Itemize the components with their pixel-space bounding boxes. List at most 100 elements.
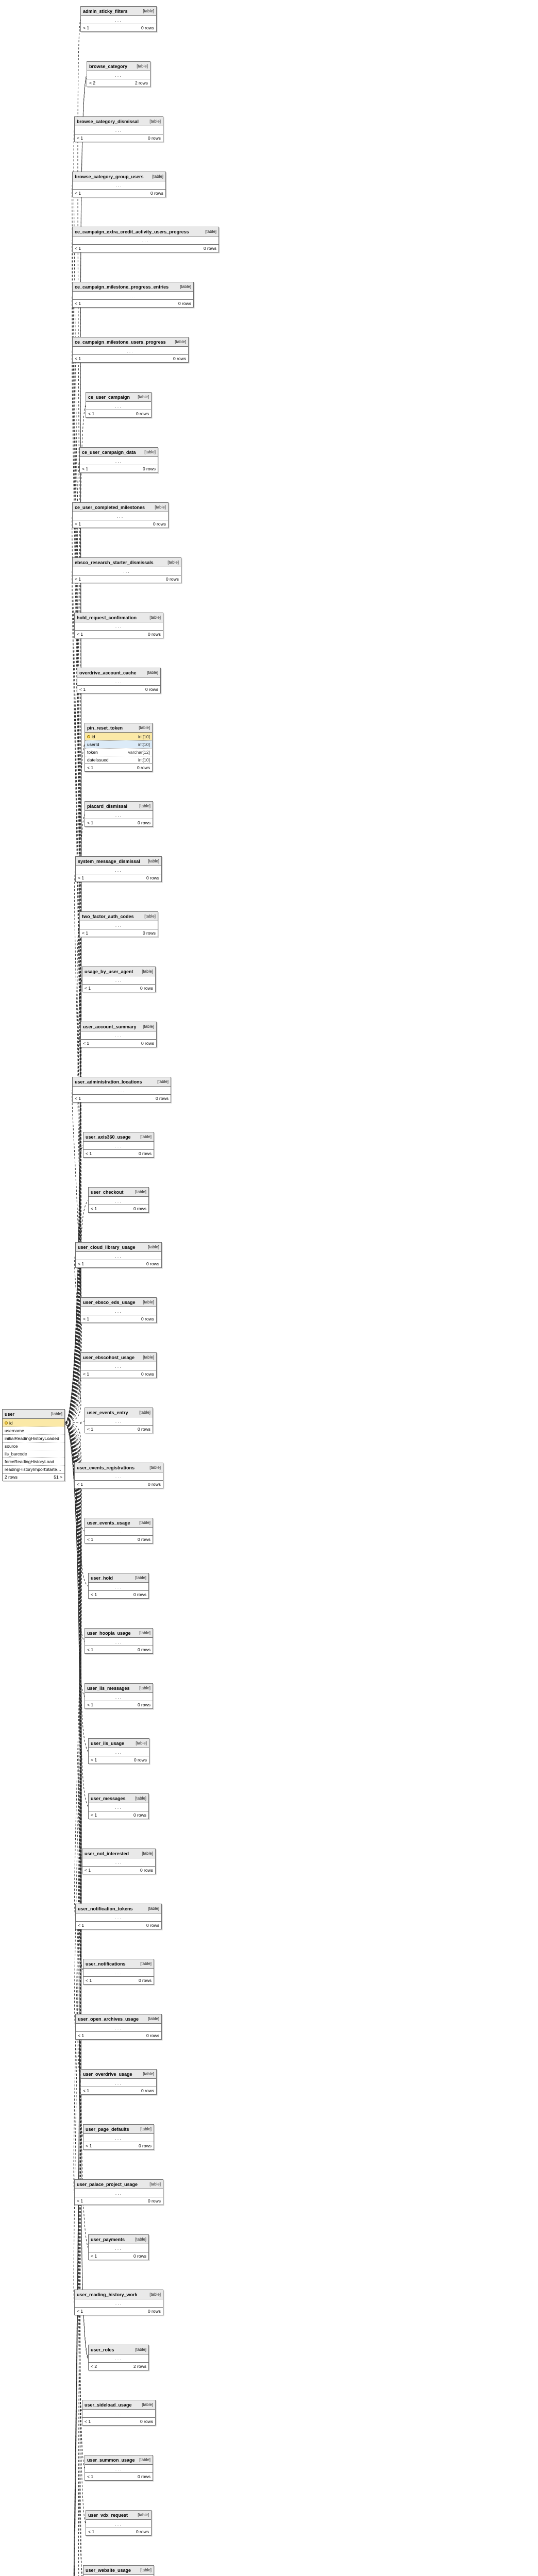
table-header: user_open_archives_usage[table] [76,2014,161,2024]
column-type: varchar[12] [128,750,150,755]
table-name: user_notification_tokens [78,1906,133,1911]
related-key-count: < 1 [85,986,91,991]
table-name: ce_campaign_extra_credit_activity_users_… [75,229,189,234]
table-node-ce_campaign_extra_credit_activity_users_progress[interactable]: ce_campaign_extra_credit_activity_users_… [72,227,219,252]
table-node-user_website_usage[interactable]: user_website_usage[table]...< 10 rows [83,2565,154,2576]
related-key-count: < 1 [86,1978,92,1983]
relationship-edge [65,979,82,1423]
elided-columns: ... [118,1088,125,1093]
table-type-label: [table] [140,2127,152,2131]
elided-columns: ... [115,17,122,23]
table-node-ce_campaign_milestone_users_progress[interactable]: ce_campaign_milestone_users_progress[tab… [72,337,189,363]
table-node-ce_campaign_milestone_progress_entries[interactable]: ce_campaign_milestone_progress_entries[t… [72,282,194,308]
table-header: user_ebsco_eds_usage[table] [81,1298,156,1307]
related-key-count: < 1 [83,1041,90,1046]
table-node-ebsco_research_starter_dismissals[interactable]: ebsco_research_starter_dismissals[table]… [72,557,181,583]
elided-columns: ... [115,1859,123,1865]
table-node-ce_user_completed_milestones[interactable]: ce_user_completed_milestones[table]...< … [72,502,169,528]
related-key-count: < 1 [77,2198,83,2204]
related-key-count: < 1 [77,135,83,141]
column-row-readingHistoryImportStartedAt: readingHistoryImportStartedAt [3,1465,64,1473]
column-name: id [9,1420,13,1426]
row-count: 0 rows [147,135,161,141]
table-name: user_page_defaults [86,2126,129,2132]
table-type-label: [table] [140,2568,152,2572]
related-key-count: < 1 [75,246,81,251]
row-count: 0 rows [147,2309,161,2314]
column-row-id: id [3,1419,64,1427]
elided-columns: ... [115,2355,122,2361]
column-type: int[10] [138,742,150,747]
table-type-label: [table] [147,670,158,675]
table-type-label: [table] [135,1575,146,1580]
table-type-label: [table] [135,1796,146,1801]
related-key-count: < 1 [88,411,95,416]
column-name: readingHistoryImportStartedAt [5,1467,62,1472]
elided-columns: ... [115,1143,122,1148]
related-key-count: < 1 [85,2419,91,2424]
table-header: user_ils_messages[table] [85,1684,153,1693]
elided-columns: ... [115,679,123,684]
table-node-browse_category_group_users[interactable]: browse_category_group_users[table]...< 1… [72,172,166,197]
table-node-user_administration_locations[interactable]: user_administration_locations[table]...<… [72,1077,171,1103]
table-header: user_roles[table] [89,2345,148,2354]
table-header: user_ebscohost_usage[table] [81,1353,156,1362]
table-header: ce_user_campaign[table] [86,393,151,402]
table-type-label: [table] [149,2292,161,2297]
related-key-count: < 1 [85,1868,91,1873]
table-header: hold_request_confirmation[table] [75,613,163,622]
related-key-count: < 1 [87,820,94,825]
